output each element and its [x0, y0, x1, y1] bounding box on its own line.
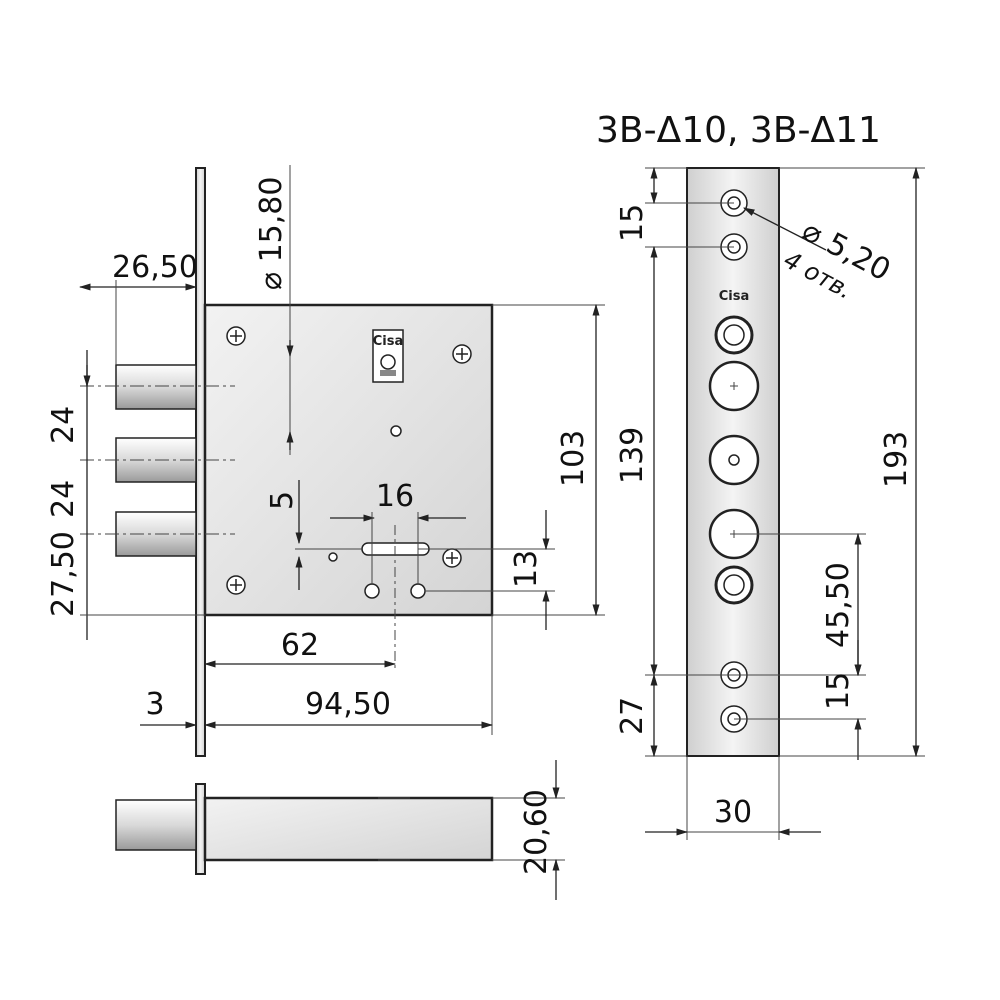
- svg-text:27: 27: [615, 697, 650, 735]
- lock-front-view: Cisa: [80, 165, 494, 757]
- drawing-title: 3B-Δ10, 3B-Δ11: [596, 110, 881, 151]
- plate-hole: [714, 565, 754, 605]
- brand-label: Cisa: [372, 329, 404, 383]
- svg-text:15: 15: [821, 672, 856, 710]
- lock-bottom-view: 20,60: [115, 760, 565, 900]
- svg-text:103: 103: [556, 430, 591, 487]
- svg-text:193: 193: [879, 431, 914, 488]
- svg-text:24: 24: [46, 406, 81, 444]
- svg-text:⌀ 15,80: ⌀ 15,80: [254, 177, 289, 290]
- screw-icon: [226, 326, 246, 346]
- bottom-case: [203, 796, 494, 862]
- svg-text:13: 13: [509, 550, 544, 588]
- screw-icon: [226, 575, 246, 595]
- svg-text:3: 3: [145, 687, 164, 722]
- front-dimensions: 26,50 ⌀ 15,80 24 24 27,50 5 16 103 13: [46, 177, 605, 735]
- svg-text:20,60: 20,60: [519, 789, 554, 875]
- lock-case: [203, 303, 494, 617]
- bolt-1: [115, 364, 197, 410]
- bottom-plate: [195, 783, 206, 875]
- svg-text:Cisa: Cisa: [373, 334, 404, 349]
- bolt-hole: [708, 360, 760, 412]
- strike-plate-view: 3B-Δ10, 3B-Δ11 Cisa: [596, 110, 925, 840]
- screw-icon: [452, 344, 472, 364]
- svg-text:45,50: 45,50: [821, 562, 856, 648]
- bottom-bolt: [115, 799, 197, 851]
- screw-icon: [442, 548, 462, 568]
- svg-text:15: 15: [615, 204, 650, 242]
- svg-text:26,50: 26,50: [112, 250, 198, 285]
- bolt-hole: [708, 434, 760, 486]
- svg-text:Cisa: Cisa: [719, 289, 750, 304]
- svg-text:94,50: 94,50: [305, 687, 391, 722]
- svg-text:30: 30: [714, 795, 752, 830]
- svg-text:139: 139: [615, 427, 650, 484]
- svg-text:27,50: 27,50: [46, 531, 81, 617]
- plate-hole: [714, 315, 754, 355]
- svg-text:16: 16: [376, 479, 414, 514]
- spindle-hole: [390, 425, 402, 437]
- svg-text:62: 62: [281, 628, 319, 663]
- svg-text:24: 24: [46, 480, 81, 518]
- svg-text:5: 5: [265, 491, 300, 510]
